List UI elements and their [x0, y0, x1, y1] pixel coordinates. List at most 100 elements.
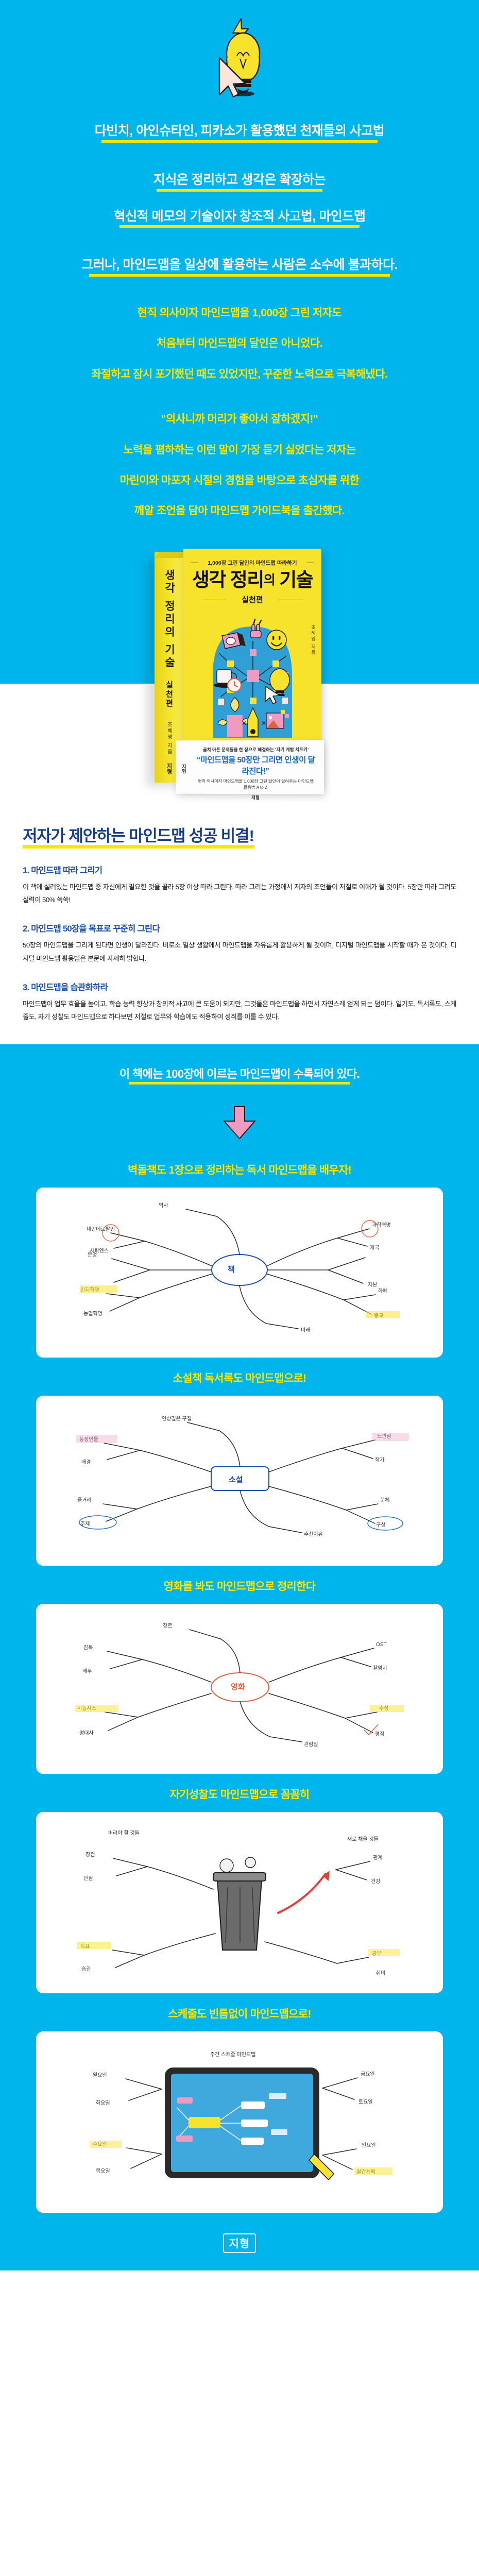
small-bulb-icon [265, 668, 290, 704]
spine-subtitle: 실천편 [164, 680, 174, 708]
mouse-cursor-icon [218, 57, 246, 98]
victory-hand-icon [250, 618, 262, 638]
secrets-section: 저자가 제안하는 마인드맵 성공 비결! 1. 마인드맵 따라 그리기 이 책에… [0, 807, 479, 1044]
bulb-illustration [0, 0, 479, 120]
svg-text:화요일: 화요일 [96, 2100, 110, 2106]
svg-text:일요일: 일요일 [362, 2142, 376, 2148]
book-icon [221, 632, 246, 649]
svg-text:목요일: 목요일 [96, 2168, 110, 2174]
mindmap-title-3: 영화를 봐도 마인드맵으로 정리한다 [163, 1580, 316, 1592]
svg-text:명대사: 명대사 [79, 1730, 94, 1736]
svg-text:장점: 장점 [85, 1852, 95, 1858]
footer: 지형 [0, 2215, 479, 2270]
svg-text:영화: 영화 [231, 1682, 245, 1691]
mindmap-title-5: 스케줄도 빈틈없이 마인드맵으로! [168, 2008, 311, 2020]
svg-text:버려야 할 것들: 버려야 할 것들 [108, 1830, 140, 1836]
svg-text:제국: 제국 [370, 1245, 379, 1251]
cover-title-part1: 생각 정리 [192, 569, 264, 590]
mindmap-title-1: 벽돌책도 1장으로 정리하는 독서 마인드맵을 배우자! [128, 1164, 352, 1176]
hero-section: 다빈치, 아인슈타인, 피카소가 활용했던 천재들의 사고법 지식은 정리하고 … [0, 0, 479, 539]
spine-title: 생각 정리의 기술 [163, 569, 175, 670]
tip-body-3: 마인드맵이 업무 효율을 높이고, 학습 능력 향상과 창의적 사고에 큰 도움… [23, 1000, 457, 1021]
secrets-title: 저자가 제안하는 마인드맵 성공 비결! [23, 823, 254, 849]
svg-text:자본: 자본 [368, 1282, 377, 1288]
mindmap-title-2: 소설책 독서록도 마인드맵으로! [173, 1372, 306, 1384]
svg-text:주간 스케줄 마인드맵: 주간 스케줄 마인드맵 [210, 2052, 255, 2058]
svg-text:과학혁명: 과학혁명 [372, 1222, 391, 1228]
svg-text:문체: 문체 [380, 1497, 389, 1503]
svg-text:월요일: 월요일 [93, 2072, 107, 2078]
svg-text:줄거리: 줄거리 [77, 1497, 92, 1503]
yellow-line-2: 처음부터 마인드맵의 달인은 아니었다. [156, 337, 323, 350]
svg-text:화폐: 화폐 [378, 1288, 387, 1294]
hero-headline-4: 그러나, 마인드맵을 일상에 활용하는 사람은 소수에 불과하다. [79, 257, 400, 277]
count-banner: 이 책에는 100장에 이르는 마인드맵이 수록되어 있다. [0, 1044, 479, 1096]
plant-icon [217, 697, 252, 737]
svg-text:습관: 습관 [81, 1966, 91, 1972]
svg-text:농업혁명: 농업혁명 [83, 1310, 102, 1317]
hero-headline-3: 혁신적 메모의 기술이자 창조적 사고법, 마인드맵 [112, 208, 368, 228]
svg-text:사피엔스: 사피엔스 [90, 1248, 109, 1254]
svg-text:주제: 주제 [80, 1521, 90, 1527]
publisher-logo-text: 지형 [223, 2233, 256, 2253]
svg-text:촬영지: 촬영지 [373, 1665, 387, 1671]
svg-text:평점: 평점 [375, 1731, 384, 1737]
spine-author: 조혜영 지음 [166, 721, 172, 755]
svg-text:장르: 장르 [163, 1623, 172, 1629]
promo-page: 다빈치, 아인슈타인, 피카소가 활용했던 천재들의 사고법 지식은 정리하고 … [0, 0, 479, 2270]
svg-text:배경: 배경 [81, 1459, 91, 1465]
hero-headline-1: 다빈치, 아인슈타인, 피카소가 활용했던 천재들의 사고법 [93, 123, 387, 143]
tip-item: 1. 마인드맵 따라 그리기 이 책에 실려있는 마인드맵 중 자신에게 필요한… [23, 863, 457, 907]
cover-head-illustration: ✕ ✕ [183, 609, 321, 738]
arrow-section [0, 1096, 479, 1149]
svg-text:느낀점: 느낀점 [377, 1433, 391, 1439]
picture-icon [266, 709, 289, 729]
svg-text:금요일: 금요일 [361, 2071, 375, 2077]
svg-text:관람일: 관람일 [304, 1741, 318, 1748]
svg-text:건강: 건강 [371, 1878, 380, 1885]
svg-text:네안데르탈인: 네안데르탈인 [87, 1226, 115, 1232]
cover-title-part2: 기술 [279, 569, 314, 590]
svg-text:OST: OST [376, 1642, 387, 1648]
sound-wave-icon [262, 616, 270, 628]
svg-text:책: 책 [228, 1265, 235, 1274]
obi-headline: “마인드맵을 50장만 그리면 인생이 달라진다!” [196, 755, 315, 776]
mindmap-head-icon: ✕ ✕ [213, 616, 292, 738]
svg-text:구성: 구성 [376, 1522, 385, 1528]
pencil-icon [247, 706, 259, 737]
yellow-line-1: 현직 의사이자 마인드맵을 1,000장 그린 저자도 [137, 307, 342, 319]
book-3d-mockup: 생각 정리의 기술 실천편 조혜영 지음 지형 1,000장 그린 달인의 마인… [146, 548, 324, 800]
tip-body-2: 50장의 마인드맵을 그리게 된다면 인생이 달라진다. 비로소 일상 생활에서… [23, 941, 457, 962]
svg-text:✕: ✕ [261, 720, 266, 727]
svg-text:토요일: 토요일 [358, 2099, 373, 2105]
svg-text:등장인물: 등장인물 [79, 1436, 98, 1443]
smiley-icon [266, 629, 287, 650]
svg-text:문명: 문명 [88, 1252, 97, 1258]
yellow-quote: "의사니까 머리가 좋아서 잘하겠지!" [161, 413, 318, 426]
yellow-line-4: 노력을 폄하하는 이런 말이 가장 듣기 싫었다는 저자는 [123, 444, 356, 456]
obi-publisher: 지형 [251, 794, 260, 800]
down-arrow-icon [223, 1106, 256, 1140]
obi-line-1: 골치 아픈 문제들을 한 장으로 해결하는 '자기 계발 치트키' [202, 747, 309, 752]
svg-text:역사: 역사 [159, 1202, 168, 1209]
spine-publisher: 지형 [166, 762, 172, 774]
yellow-line-3: 좌절하고 잠시 포기했던 때도 있었지만, 꾸준한 노력으로 극복해냈다. [91, 368, 388, 380]
count-banner-text: 이 책에는 100장에 이르는 마인드맵이 수록되어 있다. [119, 1065, 360, 1084]
hero-headlines: 다빈치, 아인슈타인, 피카소가 활용했던 천재들의 사고법 지식은 정리하고 … [0, 120, 479, 277]
cover-tagline: 1,000장 그린 달인의 마인드맵 따라하기 [183, 559, 321, 567]
book-obi-band: 지형 골치 아픈 문제들을 한 장으로 해결하는 '자기 계발 치트키' “마인… [176, 740, 324, 800]
svg-text:✕: ✕ [242, 720, 247, 727]
svg-text:새로 채울 것들: 새로 채울 것들 [347, 1836, 379, 1842]
cover-author: 조혜영 지음 [311, 624, 316, 656]
svg-text:추천이유: 추천이유 [304, 1531, 323, 1537]
obi-spine-publisher: 지형 [181, 764, 186, 773]
tip-heading-3: 3. 마인드맵을 습관화하라 [23, 983, 108, 993]
svg-text:단점: 단점 [83, 1875, 93, 1882]
obi-line-3: 현직 의사이자 마인드맵을 1,000장 그린 달인이 알려주는 마인드맵 활용… [198, 778, 314, 790]
